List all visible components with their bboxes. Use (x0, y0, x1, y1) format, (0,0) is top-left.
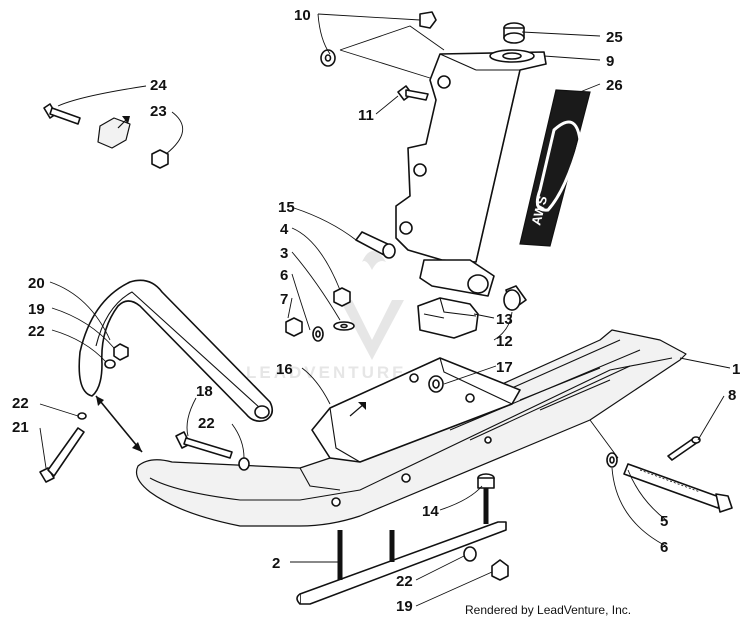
callout-4: 4 (280, 221, 289, 238)
bolt-5-part (623, 463, 733, 513)
bolt-18-part (175, 431, 233, 459)
callout-21: 21 (12, 419, 29, 436)
cap-part (503, 22, 525, 44)
callout-15: 15 (278, 199, 295, 216)
callout-23: 23 (150, 103, 167, 120)
nut-4-part (333, 287, 351, 307)
decal-part: AWS (519, 89, 591, 247)
callout-7: 7 (280, 291, 288, 308)
leader-lines (39, 13, 731, 607)
callout-22-bottom: 22 (396, 573, 413, 590)
callout-13: 13 (496, 311, 513, 328)
callout-6: 6 (280, 267, 288, 284)
callout-9: 9 (606, 53, 614, 70)
arrow-head-top (96, 396, 104, 406)
callout-19-bottom: 19 (396, 598, 413, 615)
washer-22-part (238, 457, 250, 471)
washer-3-part (333, 321, 355, 331)
callout-1: 1 (732, 361, 740, 378)
callout-25: 25 (606, 29, 623, 46)
callout-20: 20 (28, 275, 45, 292)
spindle-housing-part (395, 49, 547, 297)
wear-bar-part (296, 486, 507, 605)
nut-part (320, 11, 437, 67)
cotter-pin-part (667, 436, 701, 461)
callout-24: 24 (150, 77, 167, 94)
callout-3: 3 (280, 245, 288, 262)
washer-22-bottom-part (463, 546, 477, 562)
callout-22-left: 22 (12, 395, 29, 412)
hardware-parts (39, 11, 733, 581)
pad-part (417, 297, 479, 339)
nut-19-bottom-part (491, 559, 509, 581)
callout-2: 2 (272, 555, 280, 572)
nut-19-part (113, 343, 129, 361)
watermark-logo: LEADVENTURE (246, 251, 407, 382)
callout-16: 16 (276, 361, 293, 378)
watermark-text: LEADVENTURE (246, 363, 407, 382)
nut-14-part (477, 473, 495, 489)
bushing-17-part (428, 375, 444, 393)
render-credit: Rendered by LeadVenture, Inc. (465, 603, 632, 617)
washer-22-small-part (77, 412, 87, 420)
callout-14: 14 (422, 503, 439, 520)
decal-text: AWS (528, 194, 550, 227)
arrow-head-bottom (132, 442, 142, 452)
callout-22-mid: 22 (198, 415, 215, 432)
callout-11: 11 (358, 107, 374, 124)
nut-7-part (285, 317, 303, 337)
callout-18: 18 (196, 383, 213, 400)
bolt-21-part (39, 427, 85, 483)
callout-12: 12 (496, 333, 513, 350)
saddle-part (311, 357, 521, 463)
callout-10: 10 (294, 7, 311, 24)
washer-22-loop-part (104, 359, 116, 369)
bushing-part (355, 231, 396, 259)
bolt-24-part (43, 103, 81, 125)
callout-5: 5 (660, 513, 668, 530)
callout-labels: 10 25 9 26 24 23 11 15 4 3 6 7 20 19 22 … (12, 7, 740, 615)
ski-loop-part (78, 279, 274, 422)
callout-6-right: 6 (660, 539, 668, 556)
callout-17: 17 (496, 359, 513, 376)
callout-22: 22 (28, 323, 45, 340)
callout-8: 8 (728, 387, 736, 404)
bushing-right-part (503, 285, 527, 311)
washer-right-part (606, 452, 618, 468)
bracket-23-part (97, 116, 169, 169)
bolt-part (397, 85, 429, 101)
washer-6-part (312, 326, 324, 342)
callout-26: 26 (606, 77, 623, 94)
callout-19: 19 (28, 301, 45, 318)
